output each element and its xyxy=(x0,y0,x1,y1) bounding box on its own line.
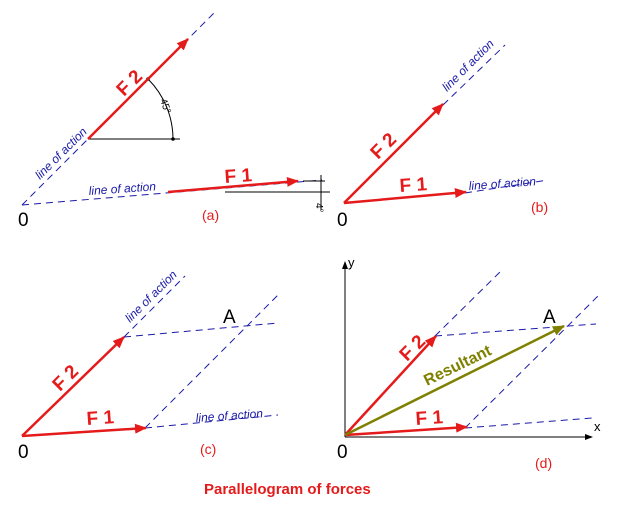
diagram-title: Parallelogram of forces xyxy=(204,481,371,498)
panel-b-loa-f2-label: line of action xyxy=(439,36,497,94)
panel-a-origin-label: 0 xyxy=(18,210,29,231)
panel-d-point-a-label: A xyxy=(543,307,556,328)
panel-a-loa-f2-label: line of action xyxy=(32,124,90,182)
panel-d-axis-x-label: x xyxy=(594,419,601,434)
panel-c-loa-f1-label: line of action xyxy=(195,406,264,425)
panel-b-f1-label: F 1 xyxy=(399,174,428,197)
panel-b-f1-arrow xyxy=(343,188,467,205)
panel-c-point-a-label: A xyxy=(223,307,236,328)
panel-c-parallel-f2-line xyxy=(144,294,279,429)
panel-d-f2-arrow xyxy=(344,335,437,436)
panel-d-axis-y-label: y xyxy=(348,255,355,270)
panel-b-loa-f2-line xyxy=(442,44,506,106)
panel-a-f2-label: F 2 xyxy=(113,66,147,100)
panel-a-arc-tick-bottom xyxy=(171,137,175,141)
panel-c-loa-f2-line xyxy=(123,275,186,338)
panel-d-f1-label: F 1 xyxy=(415,407,444,430)
panel-d-f1-arrow xyxy=(344,422,468,437)
panel-d-parallel-f2-line xyxy=(464,293,601,429)
panel-a-angle-4-label: 4° xyxy=(313,203,324,213)
panel-c-loa-f1-line xyxy=(144,414,279,429)
panel-d-parallel-f1-line xyxy=(434,323,597,337)
panel-a-loa-f1-label: line of action xyxy=(88,179,157,198)
panel-c-origin-label: 0 xyxy=(18,442,29,463)
panel-b: F 2 F 1 line of action line of action 0 … xyxy=(337,36,548,231)
panel-d-loa-f1-line xyxy=(464,417,593,429)
panel-c-f2-arrow xyxy=(21,336,125,437)
panel-c-loa-f2-label: line of action xyxy=(122,267,180,325)
panel-c-f2-label: F 2 xyxy=(49,361,83,395)
panel-b-f2-arrow xyxy=(343,103,444,204)
panel-a-f1-arrow xyxy=(167,176,299,194)
panel-d: F 2 F 1 Resultant A y x 0 (d) xyxy=(337,255,601,471)
panel-b-loa-f1-label: line of action xyxy=(468,174,537,193)
panel-c-label: (c) xyxy=(200,441,216,457)
panel-b-f2-label: F 2 xyxy=(367,129,401,163)
panel-a-f1-label: F 1 xyxy=(224,165,253,188)
panel-d-f2-label: F 2 xyxy=(396,331,430,365)
panel-b-loa-f1-line xyxy=(464,179,549,194)
panel-d-resultant-arrow xyxy=(344,324,565,437)
panel-c-f1-arrow xyxy=(21,423,147,438)
panel-d-origin-label: 0 xyxy=(337,442,348,463)
panel-a-f2-arrow xyxy=(87,38,189,140)
panel-d-label: (d) xyxy=(535,455,552,471)
panel-c-parallel-f1-line xyxy=(123,322,279,338)
panel-a-angle-arc-f2 xyxy=(147,78,174,140)
panel-a: F 2 F 1 line of action line of action 45… xyxy=(18,11,330,231)
panel-c: F 2 F 1 line of action line of action A … xyxy=(18,267,279,463)
panel-a-label: (a) xyxy=(202,207,219,223)
panel-b-label: (b) xyxy=(531,199,548,215)
panel-c-f1-label: F 1 xyxy=(86,407,115,430)
panel-d-loa-f2-line xyxy=(434,269,503,337)
panel-b-origin-label: 0 xyxy=(337,210,348,231)
panel-a-angle-45-label: 45° xyxy=(157,97,173,115)
